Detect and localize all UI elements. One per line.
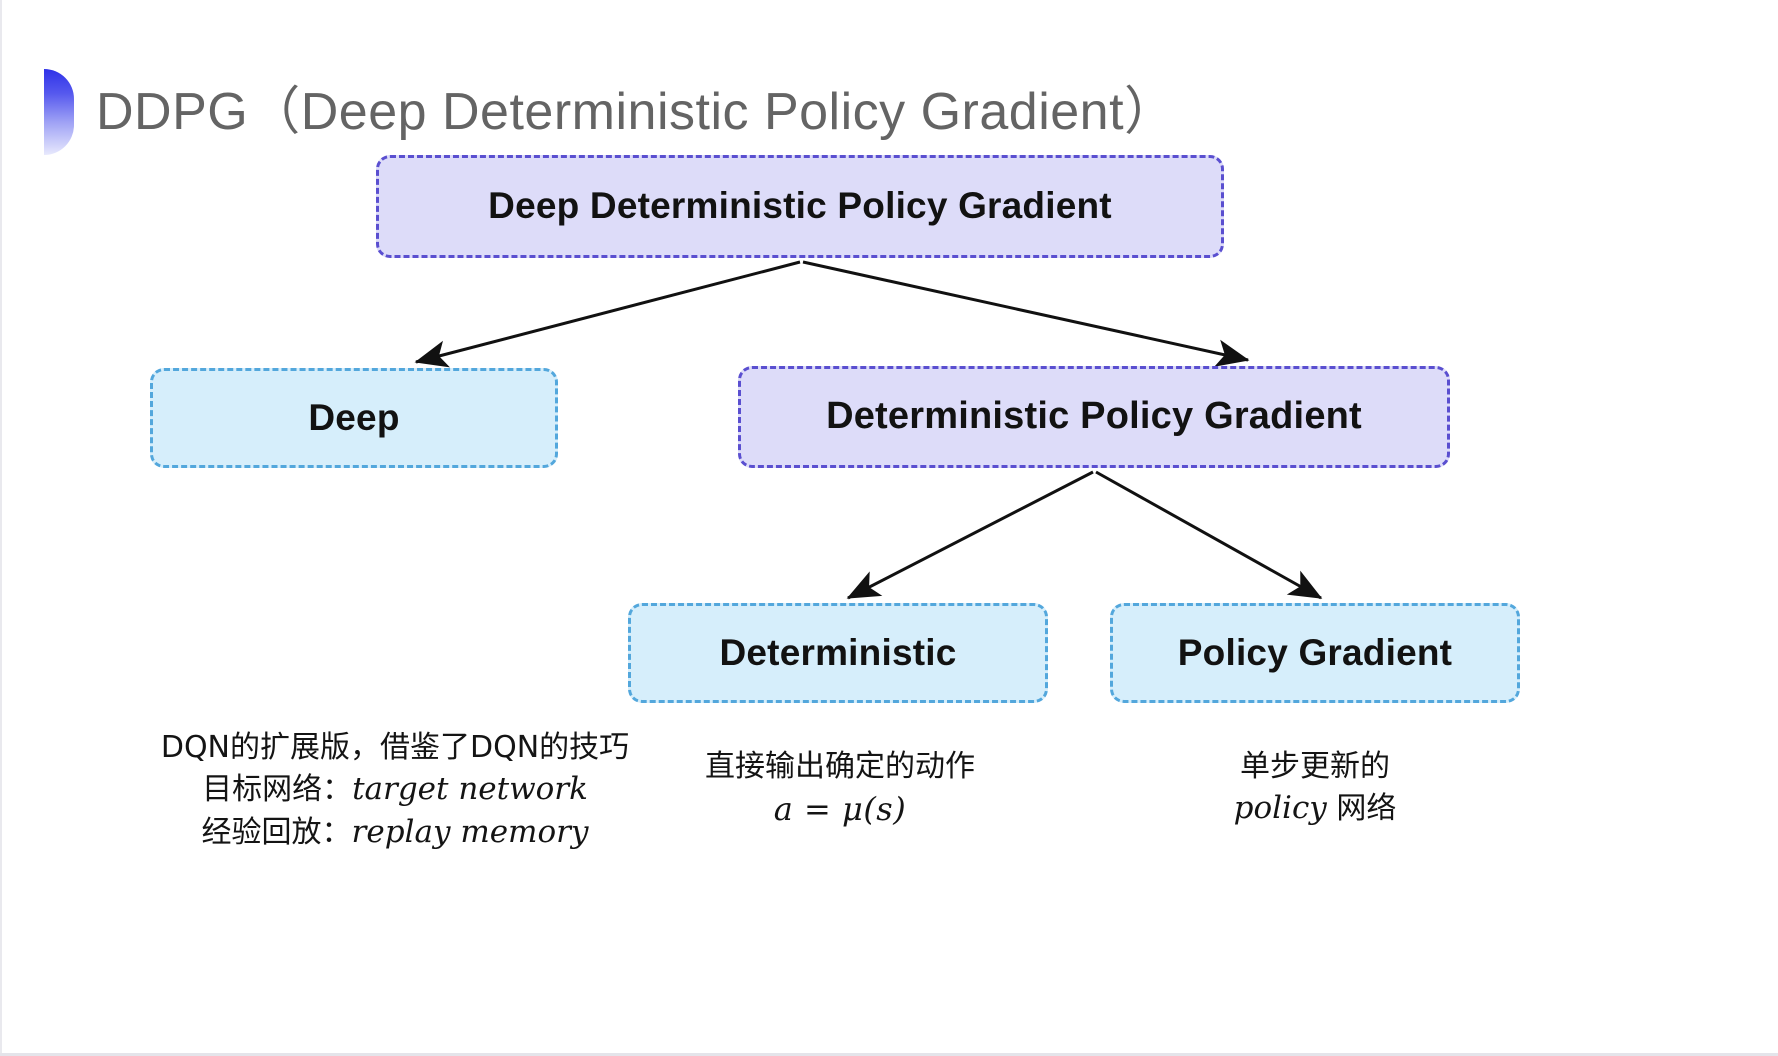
caption-policy-gradient-term: policy [1233, 790, 1327, 827]
caption-deep-line3-label: 经验回放： [201, 815, 352, 851]
node-label: Policy Gradient [1177, 631, 1453, 673]
slide-bottom-edge [0, 1053, 1778, 1056]
caption-policy-gradient: 单步更新的 policy 网络 [1140, 746, 1490, 830]
caption-deterministic: 直接输出确定的动作 a = μ(s) [660, 746, 1020, 832]
page-title: DDPG（Deep Deterministic Policy Gradient） [44, 60, 1177, 164]
caption-deep-line2-label: 目标网络： [202, 772, 353, 808]
caption-deep-line3-value: replay memory [351, 814, 589, 851]
node-deterministic-policy-gradient[interactable]: Deterministic Policy Gradient [738, 366, 1450, 468]
caption-deterministic-formula: a = μ(s) [773, 790, 907, 829]
caption-deep-line2: 目标网络：target network [130, 768, 660, 811]
caption-policy-gradient-line1: 单步更新的 [1240, 749, 1390, 784]
arrow-root-to-deep [414, 260, 801, 368]
caption-policy-gradient-line2: policy 网络 [1140, 787, 1490, 830]
node-policy-gradient[interactable]: Policy Gradient [1110, 603, 1520, 703]
node-label: Deep [308, 396, 400, 438]
caption-deep-line2-value: target network [352, 771, 588, 808]
caption-deep-line3: 经验回放：replay memory [130, 811, 660, 854]
node-deep-deterministic-policy-gradient[interactable]: Deep Deterministic Policy Gradient [376, 155, 1224, 258]
node-label: Deep Deterministic Policy Gradient [488, 185, 1112, 227]
caption-deep-line1: DQN的扩展版，借鉴了DQN的技巧 [160, 730, 630, 765]
slide-left-edge [0, 0, 2, 1056]
arrow-dpg-to-deterministic [846, 470, 1094, 600]
page-title-text: DDPG（Deep Deterministic Policy Gradient） [96, 83, 1177, 141]
caption-deep: DQN的扩展版，借鉴了DQN的技巧 目标网络：target network 经验… [130, 727, 660, 854]
caption-policy-gradient-suffix: 网络 [1326, 791, 1397, 827]
arrow-dpg-to-policy-gradient [1095, 470, 1323, 600]
node-label: Deterministic Policy Gradient [826, 395, 1362, 438]
node-label: Deterministic [719, 631, 957, 673]
arrow-root-to-dpg [802, 260, 1250, 367]
node-deterministic[interactable]: Deterministic [628, 603, 1048, 703]
node-deep[interactable]: Deep [150, 368, 558, 468]
caption-deterministic-line1: 直接输出确定的动作 [705, 749, 975, 784]
half-circle-gradient-icon [44, 69, 74, 155]
